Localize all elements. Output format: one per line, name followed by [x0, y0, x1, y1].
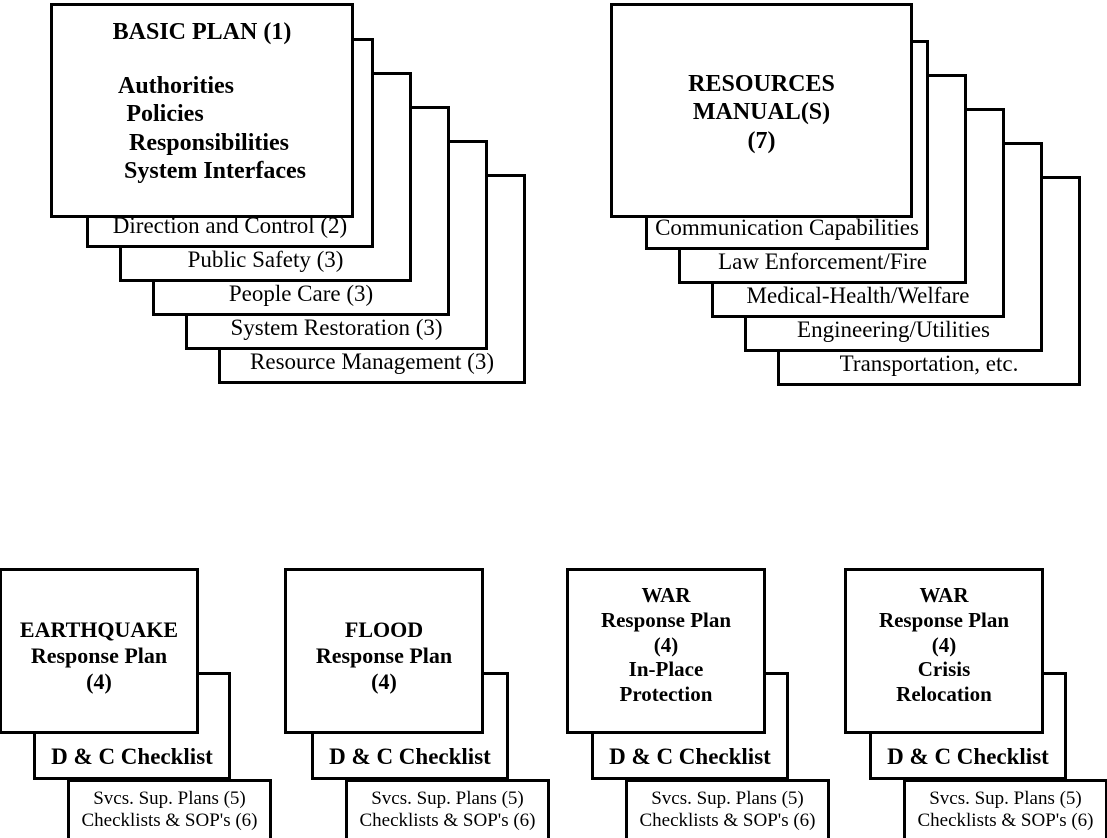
war-inplace-cover-line1: WAR: [641, 583, 691, 607]
earthquake-cover-line3: (4): [86, 668, 112, 694]
resources-tab-1-label: Communication Capabilities: [655, 215, 919, 240]
war-crisis-cover[interactable]: WAR Response Plan (4) Crisis Relocation: [844, 568, 1044, 734]
war-crisis-note-line1: Svcs. Sup. Plans (5): [929, 787, 1082, 809]
flood-cover[interactable]: FLOOD Response Plan (4): [284, 568, 484, 734]
basic-plan-item-1: Authorities: [118, 73, 234, 99]
basic-plan-tab-2-label: Public Safety (3): [187, 247, 344, 272]
basic-plan-cover[interactable]: BASIC PLAN (1) Authorities Policies Resp…: [50, 3, 354, 218]
resources-title-line1: RESOURCES: [688, 71, 835, 97]
war-inplace-cover-line4: In-Place: [628, 657, 704, 682]
earthquake-cover-line2: Response Plan: [30, 642, 168, 668]
flood-cover-line3: (4): [371, 668, 397, 694]
flood-checklist-label: D & C Checklist: [329, 744, 491, 769]
basic-plan-item-2: Policies: [126, 101, 204, 128]
resources-tab-2-label: Law Enforcement/Fire: [718, 249, 927, 274]
war-crisis-cover-line4: Crisis: [917, 657, 971, 682]
earthquake-note-line1: Svcs. Sup. Plans (5): [93, 787, 246, 809]
earthquake-note-line2: Checklists & SOP's (6): [81, 810, 258, 831]
war-crisis-note-box[interactable]: Svcs. Sup. Plans (5) Checklists & SOP's …: [903, 779, 1107, 838]
war-crisis-cover-line1: WAR: [919, 583, 969, 607]
flood-note-line1: Svcs. Sup. Plans (5): [371, 787, 524, 809]
war-crisis-checklist-label: D & C Checklist: [887, 744, 1049, 769]
resources-title-line3: (7): [747, 127, 776, 154]
earthquake-cover-line1: EARTHQUAKE: [19, 617, 179, 642]
war-crisis-note-line2: Checklists & SOP's (6): [917, 810, 1094, 831]
flood-cover-line1: FLOOD: [344, 617, 424, 642]
basic-plan-item-3: Responsibilities: [128, 129, 290, 156]
basic-plan-tab-5-label: Resource Management (3): [250, 349, 494, 374]
earthquake-checklist-label: D & C Checklist: [51, 744, 213, 769]
basic-plan-title: BASIC PLAN (1): [112, 19, 292, 45]
resources-title-line2: MANUAL(S): [692, 99, 831, 126]
war-crisis-cover-line5: Relocation: [896, 682, 992, 707]
war-inplace-note-box[interactable]: Svcs. Sup. Plans (5) Checklists & SOP's …: [625, 779, 830, 838]
war-inplace-note-line1: Svcs. Sup. Plans (5): [651, 787, 804, 809]
resources-tab-5-label: Transportation, etc.: [839, 351, 1019, 376]
war-inplace-note-line2: Checklists & SOP's (6): [639, 810, 816, 831]
resources-tab-4-label: Engineering/Utilities: [797, 317, 990, 342]
basic-plan-item-4: System Interfaces: [124, 157, 306, 184]
basic-plan-tab-4-label: System Restoration (3): [230, 315, 443, 340]
war-inplace-checklist-label: D & C Checklist: [609, 744, 771, 769]
earthquake-note-box[interactable]: Svcs. Sup. Plans (5) Checklists & SOP's …: [67, 779, 272, 838]
war-inplace-cover-line3: (4): [653, 632, 679, 657]
flood-note-line2: Checklists & SOP's (6): [359, 810, 536, 831]
flood-cover-line2: Response Plan: [315, 642, 453, 668]
war-inplace-cover-line2: Response Plan: [600, 607, 732, 632]
earthquake-cover[interactable]: EARTHQUAKE Response Plan (4): [0, 568, 199, 734]
war-inplace-cover[interactable]: WAR Response Plan (4) In-Place Protectio…: [566, 568, 766, 734]
war-inplace-cover-line5: Protection: [619, 682, 713, 707]
basic-plan-tab-3-label: People Care (3): [228, 281, 374, 306]
flood-note-box[interactable]: Svcs. Sup. Plans (5) Checklists & SOP's …: [345, 779, 550, 838]
resources-manual-cover[interactable]: RESOURCES MANUAL(S) (7): [610, 3, 913, 218]
war-crisis-cover-line2: Response Plan: [878, 607, 1010, 632]
war-crisis-cover-line3: (4): [931, 632, 957, 657]
resources-tab-3-label: Medical-Health/Welfare: [746, 283, 970, 308]
